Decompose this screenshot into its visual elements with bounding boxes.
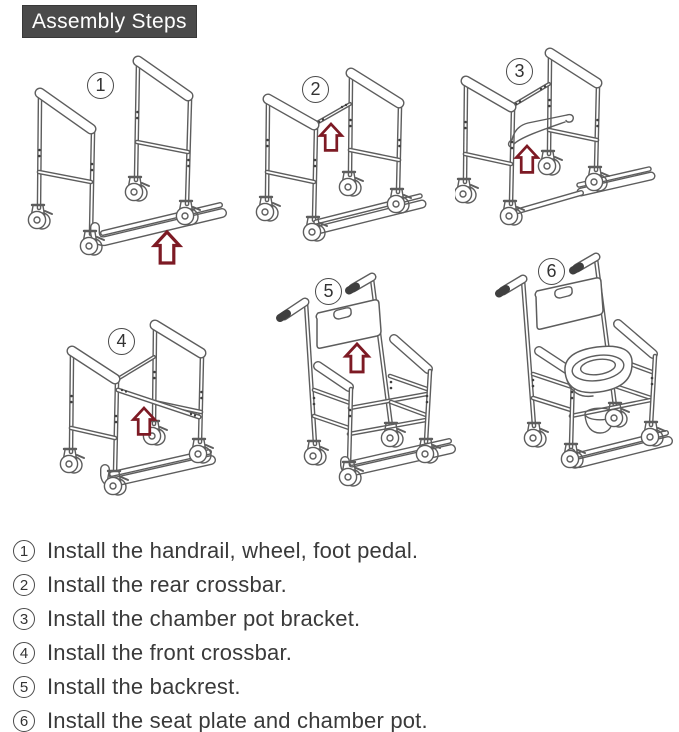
up-arrow-icon	[152, 230, 182, 265]
step-4-number-badge: 4	[108, 328, 135, 355]
instruction-item: 5 Install the backrest.	[13, 670, 428, 704]
instruction-item: 6 Install the seat plate and chamber pot…	[13, 704, 428, 732]
instruction-text: Install the chamber pot bracket.	[47, 606, 361, 631]
instruction-text: Install the front crossbar.	[47, 640, 293, 665]
up-arrow-icon	[344, 342, 370, 374]
instruction-number: 4	[13, 642, 35, 664]
step-6-number-badge: 6	[538, 258, 565, 285]
page-title: Assembly Steps	[22, 5, 197, 38]
instruction-text: Install the handrail, wheel, foot pedal.	[47, 538, 419, 563]
up-arrow-icon	[515, 144, 539, 174]
instruction-list: 1 Install the handrail, wheel, foot peda…	[13, 534, 428, 732]
step-6-illustration	[495, 252, 673, 470]
step-1-illustration	[27, 55, 227, 265]
instruction-item: 2 Install the rear crossbar.	[13, 568, 428, 602]
step-1-number-badge: 1	[87, 72, 114, 99]
instruction-text: Install the seat plate and chamber pot.	[47, 708, 428, 732]
instruction-text: Install the rear crossbar.	[47, 572, 287, 597]
step-2-illustration	[255, 67, 427, 243]
instruction-number: 1	[13, 540, 35, 562]
instruction-text: Install the backrest.	[47, 674, 241, 699]
instruction-item: 3 Install the chamber pot bracket.	[13, 602, 428, 636]
up-arrow-icon	[319, 122, 343, 152]
step-5-number-badge: 5	[315, 278, 342, 305]
instruction-number: 5	[13, 676, 35, 698]
instruction-number: 2	[13, 574, 35, 596]
step-5-illustration	[276, 272, 456, 488]
instruction-number: 6	[13, 710, 35, 732]
instruction-number: 3	[13, 608, 35, 630]
step-3-illustration	[455, 47, 656, 227]
step-2-number-badge: 2	[302, 76, 329, 103]
step-4-illustration	[59, 319, 216, 497]
instruction-item: 4 Install the front crossbar.	[13, 636, 428, 670]
instruction-item: 1 Install the handrail, wheel, foot peda…	[13, 534, 428, 568]
step-3-number-badge: 3	[506, 58, 533, 85]
